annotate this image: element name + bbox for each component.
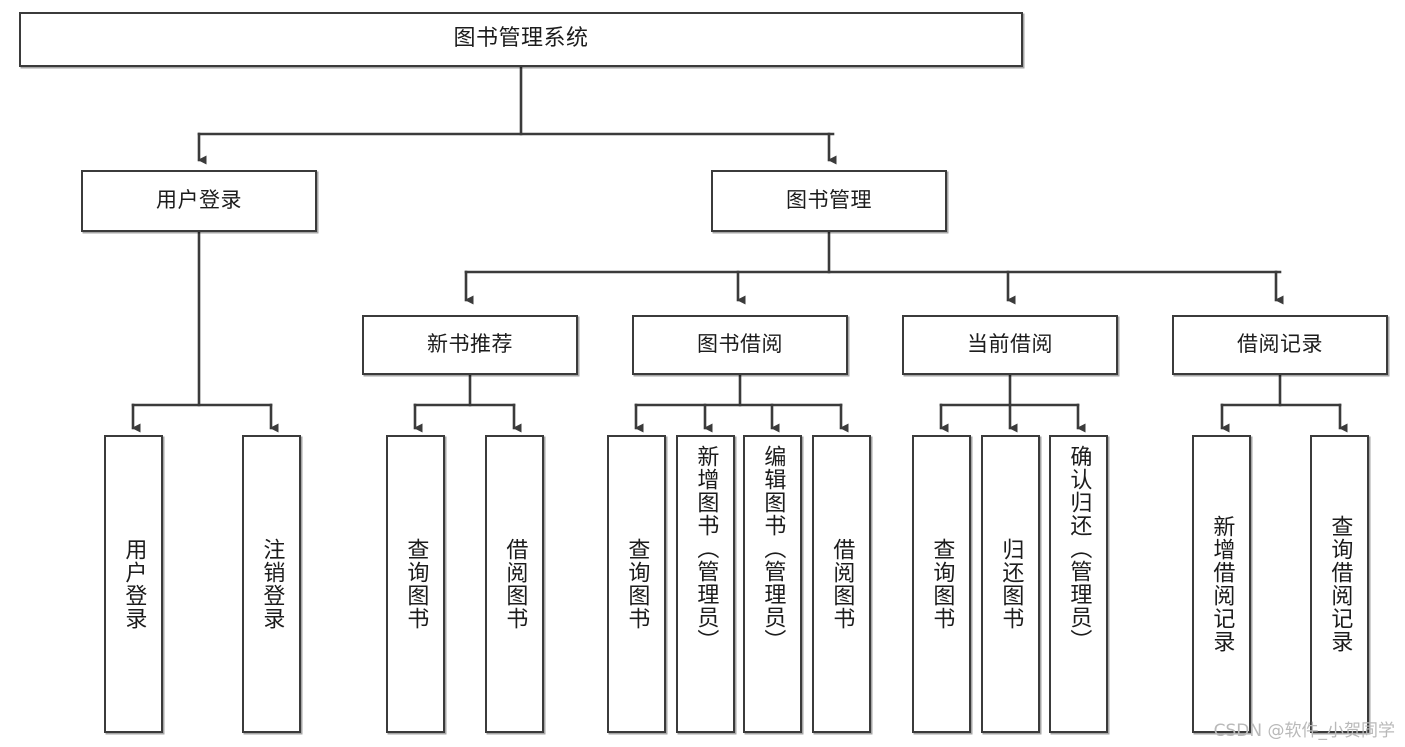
node-leaf-confirm-return-label: 确认归还（管理员） [1066,445,1092,652]
node-book-borrow[interactable]: 图书借阅 [632,315,848,375]
node-root[interactable]: 图书管理系统 [19,12,1023,67]
node-borrow-record-label: 借阅记录 [1237,332,1323,357]
csdn-watermark: CSDN @软件_小贺同学 [1213,721,1395,741]
node-book-manage-label: 图书管理 [786,188,872,213]
node-leaf-add-record[interactable]: 新增借阅记录 [1192,435,1251,733]
node-book-borrow-label: 图书借阅 [697,332,783,357]
node-leaf-query-book-2-label: 查询图书 [624,538,650,630]
node-leaf-add-record-label: 新增借阅记录 [1209,515,1235,653]
node-user-login-label: 用户登录 [156,188,242,213]
node-leaf-add-book-label: 新增图书（管理员） [693,445,719,652]
node-leaf-query-book-2[interactable]: 查询图书 [607,435,666,733]
node-new-book-rec[interactable]: 新书推荐 [362,315,578,375]
node-leaf-return-book-label: 归还图书 [998,538,1024,630]
node-leaf-user-login[interactable]: 用户登录 [104,435,163,733]
node-leaf-borrow-book-1[interactable]: 借阅图书 [485,435,544,733]
node-leaf-user-login-label: 用户登录 [121,538,147,630]
node-leaf-borrow-book-2[interactable]: 借阅图书 [812,435,871,733]
node-new-book-rec-label: 新书推荐 [427,332,513,357]
node-leaf-logout[interactable]: 注销登录 [242,435,301,733]
node-leaf-query-book-1-label: 查询图书 [403,538,429,630]
node-leaf-query-book-1[interactable]: 查询图书 [386,435,445,733]
node-leaf-edit-book[interactable]: 编辑图书（管理员） [743,435,802,733]
node-leaf-edit-book-label: 编辑图书（管理员） [760,445,786,652]
node-leaf-add-book[interactable]: 新增图书（管理员） [676,435,735,733]
node-leaf-query-record[interactable]: 查询借阅记录 [1310,435,1369,733]
node-book-manage[interactable]: 图书管理 [711,170,947,232]
node-current-borrow[interactable]: 当前借阅 [902,315,1118,375]
node-current-borrow-label: 当前借阅 [967,332,1053,357]
node-leaf-logout-label: 注销登录 [259,538,285,630]
node-borrow-record[interactable]: 借阅记录 [1172,315,1388,375]
node-leaf-return-book[interactable]: 归还图书 [981,435,1040,733]
node-leaf-query-book-3[interactable]: 查询图书 [912,435,971,733]
node-leaf-confirm-return[interactable]: 确认归还（管理员） [1049,435,1108,733]
node-leaf-query-book-3-label: 查询图书 [929,538,955,630]
node-leaf-query-record-label: 查询借阅记录 [1327,515,1353,653]
node-leaf-borrow-book-1-label: 借阅图书 [502,538,528,630]
node-leaf-borrow-book-2-label: 借阅图书 [829,538,855,630]
node-user-login[interactable]: 用户登录 [81,170,317,232]
node-root-label: 图书管理系统 [453,26,589,52]
